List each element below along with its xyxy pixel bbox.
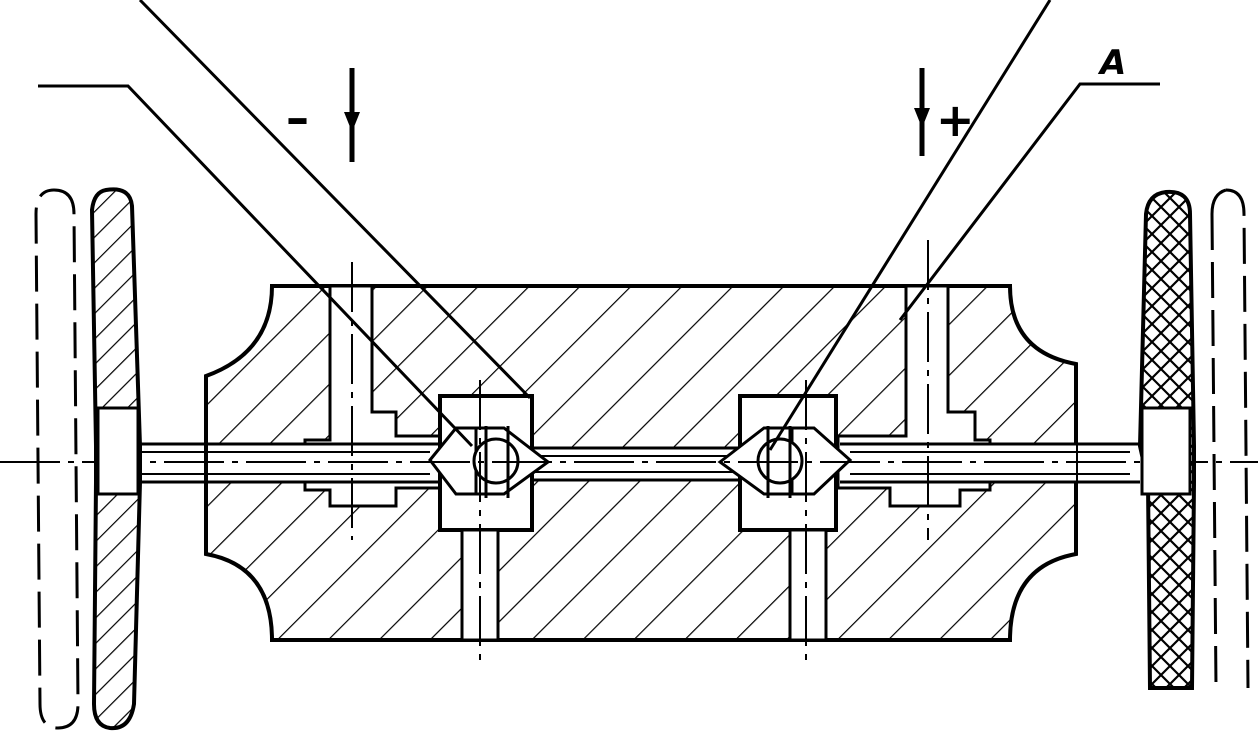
leader-left-1	[38, 84, 474, 448]
point-a-label: A	[1097, 43, 1126, 83]
right-handwheel[interactable]	[1137, 188, 1250, 690]
leader-right-a	[898, 82, 1160, 321]
leader-left-2	[138, 0, 532, 400]
right-wheel-hub	[1140, 406, 1192, 496]
leader-right-1	[768, 0, 1052, 451]
flow-arrow-minus: –	[286, 68, 360, 162]
leader-lines	[38, 0, 1160, 451]
left-wheel-hub	[96, 406, 140, 496]
left-wheel-open-position	[34, 188, 80, 730]
central-bore	[528, 446, 750, 482]
left-handwheel[interactable]	[34, 187, 142, 731]
plus-sign: +	[936, 93, 975, 147]
flow-arrow-plus: +	[914, 68, 975, 156]
spindle	[130, 442, 1140, 484]
minus-sign: –	[286, 91, 309, 145]
right-outlet-passage	[788, 528, 828, 642]
right-wheel-open-position	[1210, 188, 1250, 689]
centre-lines	[0, 240, 1258, 668]
